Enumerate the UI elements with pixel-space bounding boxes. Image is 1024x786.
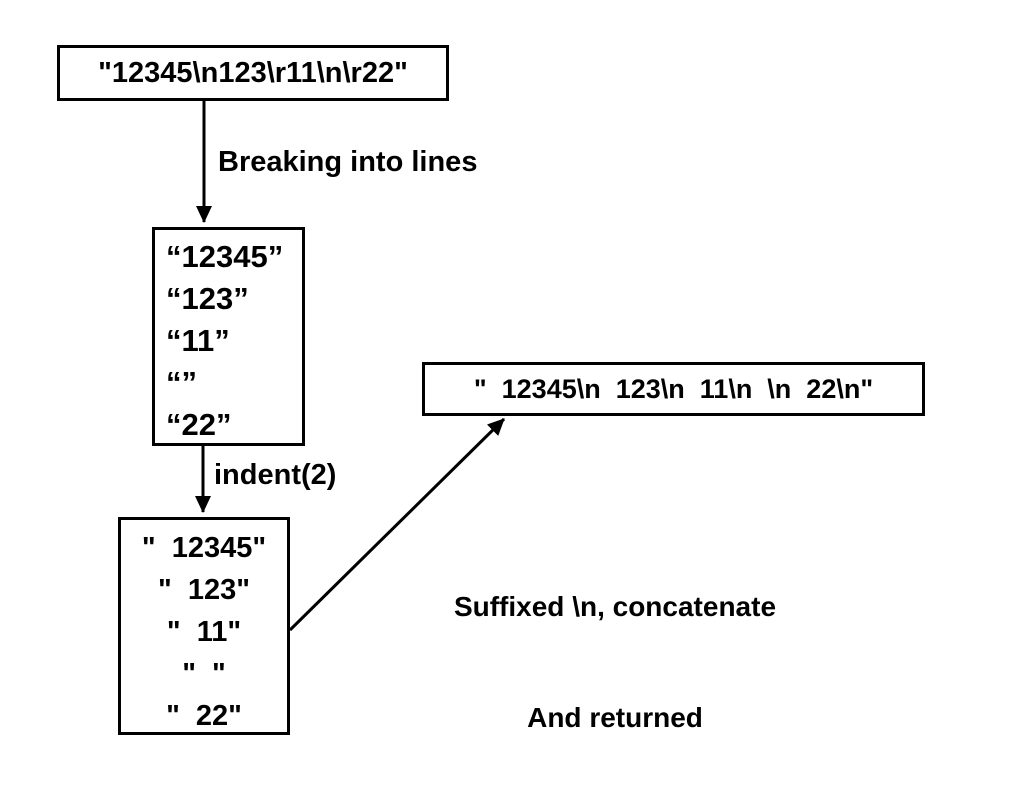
broken-line-1: “12345”	[166, 239, 284, 274]
result-string-text: " 12345\n 123\n 11\n \n 22\n"	[473, 373, 874, 404]
indented-line-1: " 12345"	[141, 532, 267, 564]
broken-line-3: “11”	[166, 323, 230, 358]
breaking-into-lines-label: Breaking into lines	[218, 146, 478, 178]
indent-label: indent(2)	[214, 459, 337, 491]
broken-line-5: “22”	[166, 407, 232, 442]
broken-line-4: “”	[166, 365, 197, 400]
indented-line-5: " 22"	[166, 700, 242, 732]
result-string-box: " 12345\n 123\n 11\n \n 22\n"	[422, 362, 925, 416]
broken-lines-box: “12345” “123” “11” “” “22”	[152, 227, 305, 446]
indented-lines-box: " 12345" " 123" " 11" " " " 22"	[118, 517, 290, 735]
input-string-box: "12345\n123\r11\n\r22"	[57, 45, 449, 101]
suffixed-concatenate-label: Suffixed \n, concatenate And returned	[409, 514, 821, 786]
indented-line-2: " 123"	[158, 574, 250, 606]
suffixed-concatenate-label-line2: And returned	[527, 702, 703, 733]
input-string-text: "12345\n123\r11\n\r22"	[98, 56, 408, 89]
indented-line-4: " "	[182, 658, 226, 690]
broken-line-2: “123”	[166, 281, 249, 316]
suffixed-concatenate-label-line1: Suffixed \n, concatenate	[453, 591, 777, 622]
indented-line-3: " 11"	[166, 616, 242, 648]
